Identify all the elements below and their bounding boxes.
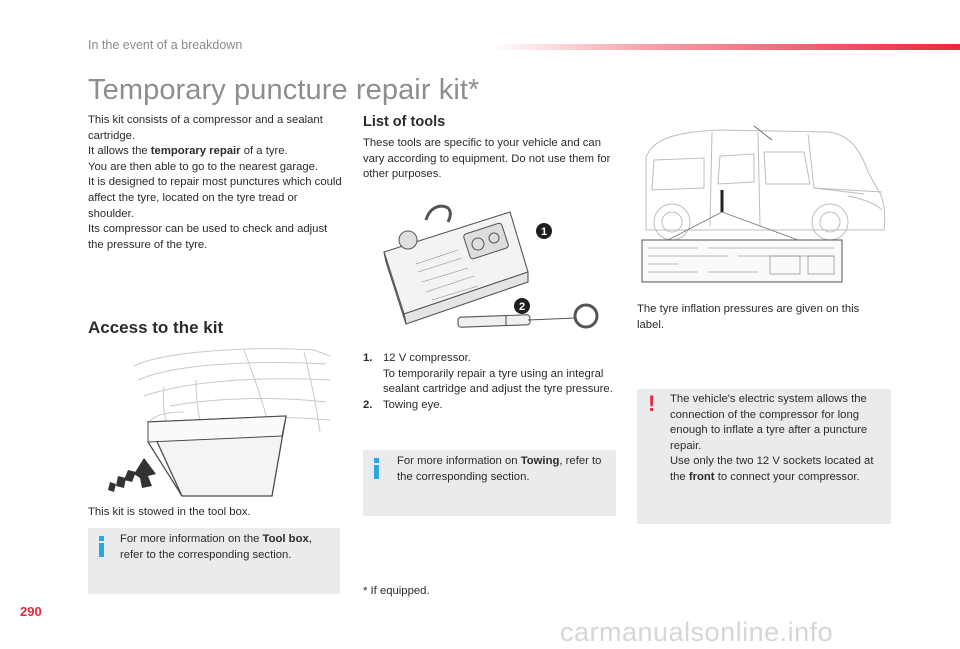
access-caption: This kit is stowed in the tool box. [88,506,251,518]
watermark: carmanualsonline.info [560,617,834,647]
section-header: In the event of a breakdown [88,38,243,52]
warning-line: Use only the two 12 V sockets located at… [670,455,874,483]
intro-line: Its compressor can be used to check and … [88,223,328,251]
tools-list: 1. 12 V compressor. To temporarily repai… [363,351,613,413]
page-number: 290 [20,604,42,619]
toolbox-info-box: For more information on the Tool box, re… [88,528,340,594]
towing-note: For more information on Towing, refer to… [397,455,602,483]
access-heading: Access to the kit [88,318,224,337]
van-label-illustration [638,118,888,288]
callout-2: 2 [519,301,525,313]
footnote: * If equipped. [363,585,430,597]
header-accent-bar [490,44,960,50]
warning-line: The vehicle's electric system allows the… [670,393,868,452]
list-item-number: 1. [363,352,373,364]
list-item-number: 2. [363,398,373,411]
toolbox-note: For more information on the Tool box, re… [120,533,312,561]
repair-kit-illustration: 1 2 [378,202,604,342]
list-item: 2. Towing eye. [363,398,613,414]
towing-info-box: For more information on Towing, refer to… [363,450,616,516]
warning-box: ! The vehicle's electric system allows t… [637,389,891,524]
label-caption: The tyre inflation pressures are given o… [637,303,860,331]
list-item-text: To temporarily repair a tyre using an in… [383,367,613,396]
intro-line: This kit consists of a compressor and a … [88,114,323,142]
intro-line: It is designed to repair most punctures … [88,176,342,220]
intro-line: You are then able to go to the nearest g… [88,160,319,173]
seat-toolbox-illustration [104,346,336,498]
callout-1: 1 [541,226,547,238]
page-title: Temporary puncture repair kit* [88,74,480,106]
tools-description: These tools are specific to your vehicle… [363,137,611,181]
tools-heading: List of tools [363,114,446,130]
intro-bold: temporary repair [150,145,241,158]
list-item: 1. 12 V compressor. To temporarily repai… [363,351,613,398]
list-item-text: Towing eye. [383,398,443,411]
warning-icon: ! [648,391,656,416]
intro-text: This kit consists of a compressor and a … [88,113,343,253]
warning-text: The vehicle's electric system allows the… [670,392,884,486]
list-item-text: 12 V compressor. [383,352,471,364]
intro-line: It allows the temporary repair of a tyre… [88,145,288,158]
